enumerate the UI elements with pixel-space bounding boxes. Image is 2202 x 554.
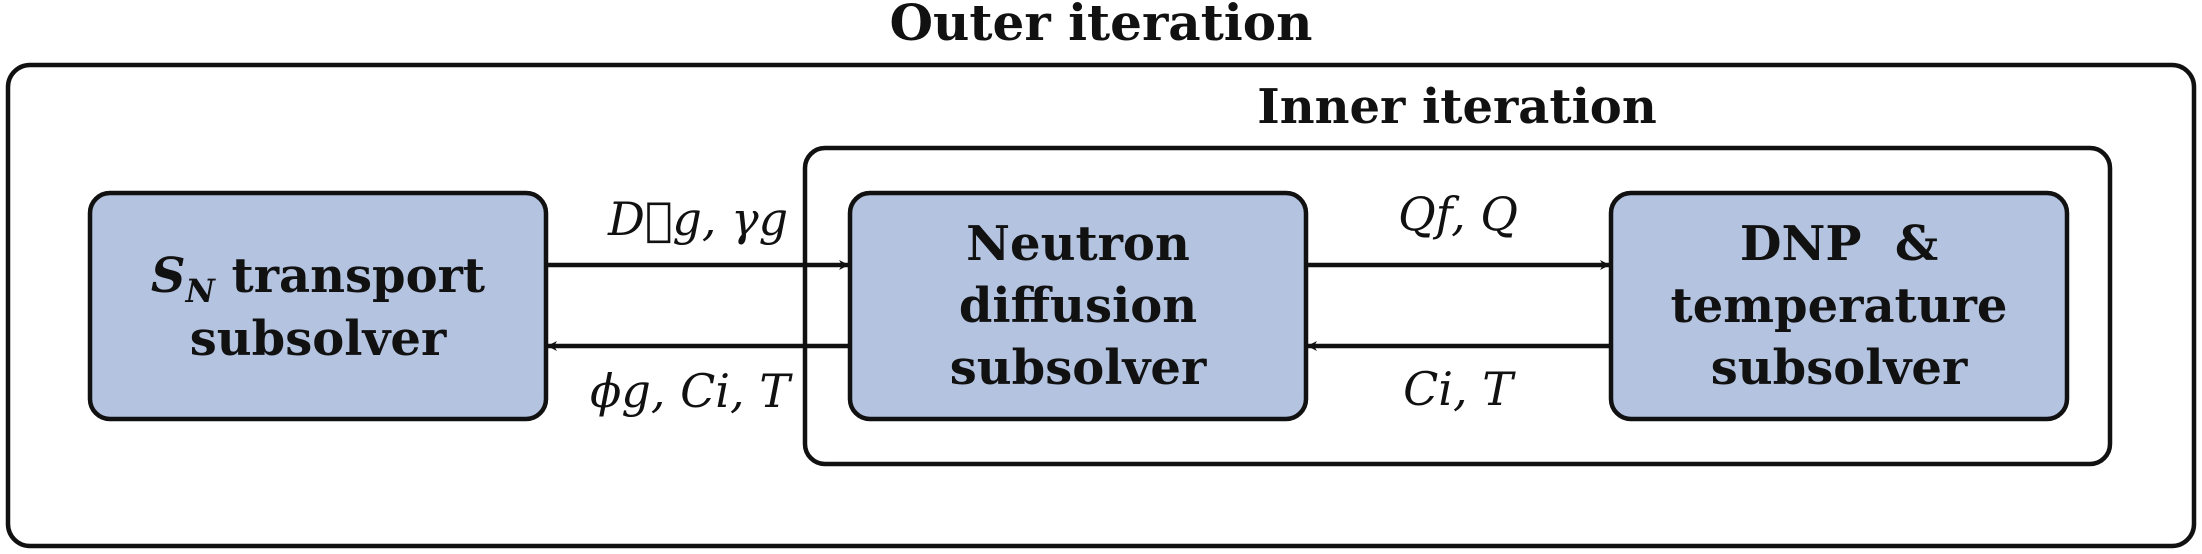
neutron-line3: subsolver xyxy=(950,340,1207,396)
neutron-line2: diffusion xyxy=(959,278,1197,334)
dnp-line3: subsolver xyxy=(1711,340,1968,396)
inner-iteration-title: Inner iteration xyxy=(1257,79,1656,135)
sn-subscript: N xyxy=(185,272,217,310)
svg-text:SN transport: SN transport xyxy=(151,248,485,310)
sn-line1-rest: transport xyxy=(215,248,485,304)
neutron-line1: Neutron xyxy=(966,216,1190,272)
label-neutron-to-dnp: Qf, Q xyxy=(1398,187,1518,241)
label-dnp-to-neutron: Ci, T xyxy=(1403,362,1516,416)
dnp-temperature-subsolver-node: DNP & temperature subsolver xyxy=(1608,190,2070,422)
outer-iteration-title: Outer iteration xyxy=(890,0,1313,52)
dnp-line2: temperature xyxy=(1671,278,2008,334)
outer-iteration-frame xyxy=(5,62,2197,549)
dnp-line1: DNP & xyxy=(1740,216,1938,272)
sn-symbol: S xyxy=(151,248,186,304)
inner-iteration-frame xyxy=(802,145,2113,467)
neutron-diffusion-subsolver-node: Neutron diffusion subsolver xyxy=(847,190,1309,422)
sn-line2: subsolver xyxy=(190,311,447,367)
label-neutron-to-sn: ϕg, Ci, T xyxy=(590,364,793,418)
sn-transport-subsolver-node: SN transport subsolver xyxy=(87,190,549,422)
label-sn-to-neutron: D⃗g, γg xyxy=(607,192,788,246)
